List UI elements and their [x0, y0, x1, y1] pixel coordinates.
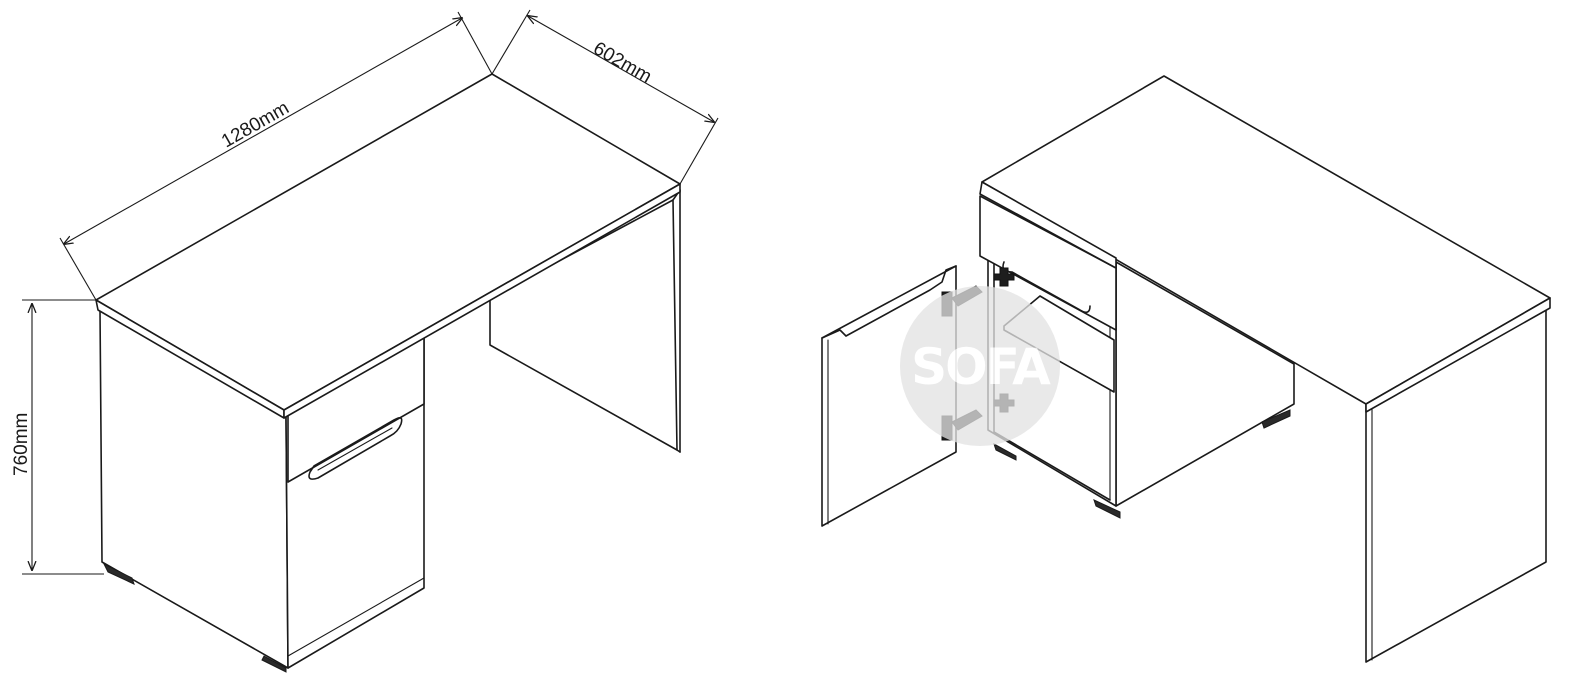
depth-label: 602mm	[590, 38, 655, 88]
watermark-text: SOFA	[911, 338, 1051, 396]
mount-plate-top	[993, 267, 1015, 287]
pedestal-foot-front	[261, 655, 287, 673]
rear-foot-1	[1093, 499, 1121, 519]
watermark: SOFA	[900, 286, 1060, 446]
desk-top-right-edge	[283, 183, 681, 419]
height-dimension: 760mm	[11, 299, 104, 575]
width-label: 1280mm	[218, 98, 293, 153]
rear-desk-top-left-edge	[979, 181, 1117, 269]
pedestal-foot-left	[102, 562, 135, 585]
rear-foot-2	[1261, 409, 1291, 429]
desk-front-view	[95, 73, 681, 673]
drawer-handle	[308, 416, 403, 480]
height-label: 760mm	[11, 413, 32, 476]
desk-rear-view	[821, 75, 1551, 663]
watermark-circle	[900, 286, 1060, 446]
rear-foot-3	[993, 442, 1017, 461]
rear-desk-top-edge	[1365, 297, 1551, 413]
